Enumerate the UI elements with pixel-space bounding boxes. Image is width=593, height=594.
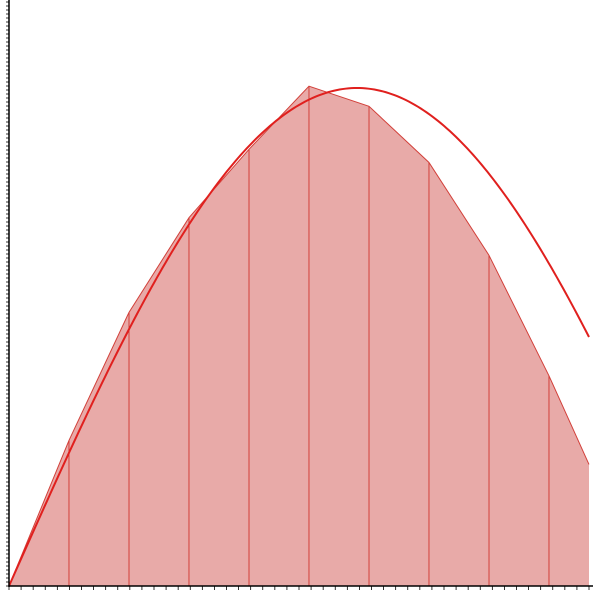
trapezoid-6 [308, 86, 370, 586]
trapezoid-8 [428, 162, 490, 587]
trapezoid-3 [129, 217, 189, 586]
trapezoid-5 [249, 86, 309, 586]
trapezoid-9 [489, 255, 549, 586]
curve-layer [8, 86, 590, 587]
trapezoid-10 [548, 375, 589, 586]
trapezoid-4 [188, 149, 250, 586]
trapezoid-fill-layer [9, 86, 589, 587]
trapezoid-top-edges [8, 85, 590, 587]
trapezoid-segments-layer [8, 85, 590, 587]
function-curve [8, 86, 590, 587]
trapezoid-2 [68, 312, 130, 586]
axes [6, 0, 593, 590]
trapezoid-7 [369, 106, 429, 586]
